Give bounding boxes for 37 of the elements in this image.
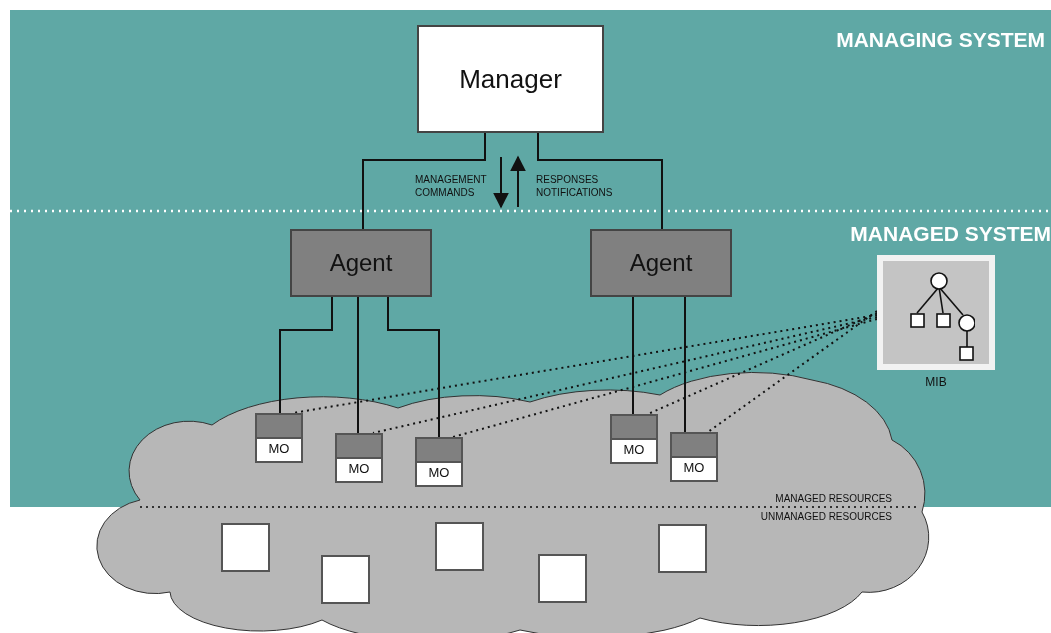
- connector-line: [362, 132, 486, 230]
- region-label: UNMANAGED RESOURCES: [760, 511, 892, 522]
- arrow-label: RESPONSES NOTIFICATIONS: [536, 174, 614, 199]
- dotted-line: [292, 314, 878, 414]
- arrow-label: MANAGEMENT COMMANDS: [415, 174, 488, 199]
- connector-line: [684, 296, 686, 433]
- managed-object-box: [415, 437, 463, 487]
- connector-line: [357, 296, 359, 434]
- connector-line: [279, 296, 333, 414]
- node-label: MO: [682, 460, 706, 475]
- process-box: Agent: [590, 229, 732, 297]
- connector-line: [632, 296, 634, 415]
- region-label: MANAGED RESOURCES: [775, 493, 892, 504]
- resource-box: [538, 554, 587, 603]
- dotted-line: [647, 312, 878, 415]
- node-label: MO: [347, 461, 371, 476]
- node-label: MO: [622, 442, 646, 457]
- connector-line: [387, 296, 440, 438]
- region-title: MANAGED SYSTEM: [850, 222, 1051, 246]
- dotted-line: [707, 310, 878, 433]
- dotted-line: [452, 318, 878, 438]
- managed-object-box: [335, 433, 383, 483]
- node-label: MO: [427, 465, 451, 480]
- dotted-line: [372, 316, 878, 434]
- resource-box: [221, 523, 270, 572]
- resource-box: [321, 555, 370, 604]
- node-label: MIB: [924, 375, 948, 389]
- node-label: MO: [267, 441, 291, 456]
- process-box: Agent: [290, 229, 432, 297]
- process-box: Manager: [417, 25, 604, 133]
- managed-object-box: [255, 413, 303, 463]
- connector-line: [537, 132, 663, 230]
- managed-object-box: [610, 414, 658, 464]
- region-title: MANAGING SYSTEM: [836, 28, 1045, 52]
- resource-box: [435, 522, 484, 571]
- managed-object-box: [670, 432, 718, 482]
- resource-box: [658, 524, 707, 573]
